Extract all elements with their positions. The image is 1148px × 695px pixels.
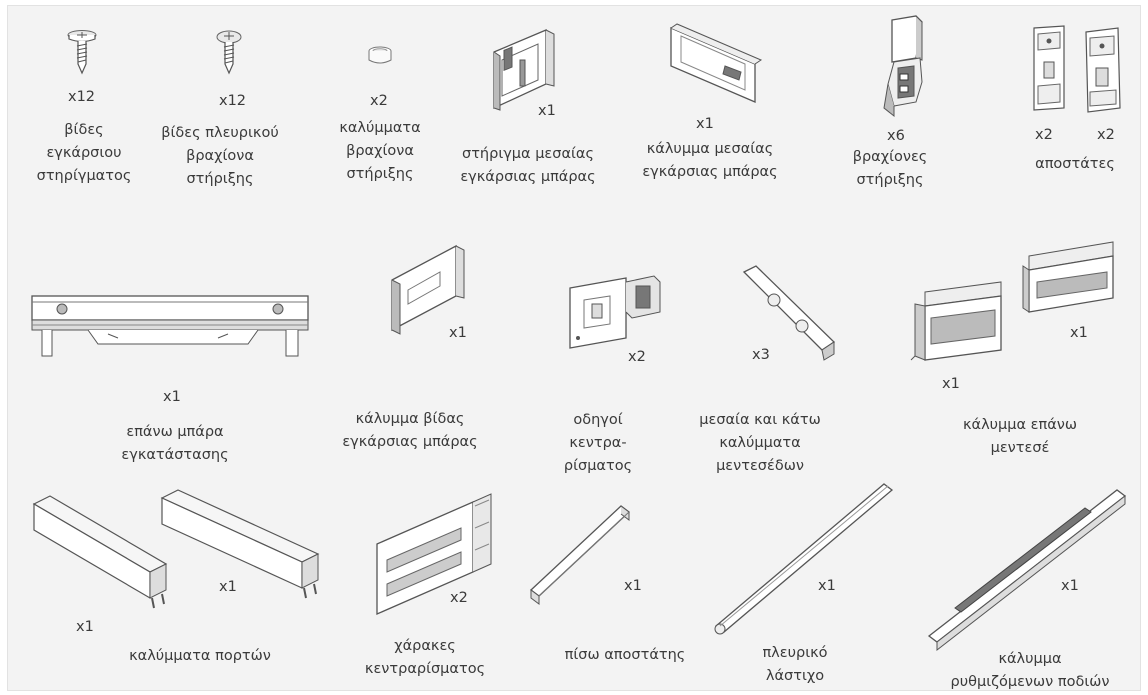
- part-qty: x1: [624, 578, 642, 594]
- cross-bar-screw-icon: [66, 30, 98, 75]
- part-qty: x1: [818, 578, 836, 594]
- door-covers-icon: [30, 489, 330, 620]
- part-qty: x1: [76, 619, 94, 635]
- part-label: πίσω αποστάτης: [564, 647, 686, 663]
- part-qty: x1: [163, 389, 181, 405]
- middle-bar-support-icon: [490, 22, 560, 112]
- part-qty: x2: [628, 349, 646, 365]
- part-qty: x2: [370, 93, 388, 109]
- part-label: καλύμματα πορτών: [129, 648, 271, 664]
- part-qty: x2: [1035, 127, 1053, 143]
- bracket-screw-icon: [214, 30, 244, 75]
- cross-bar-screw-cover-icon: [384, 240, 474, 335]
- part-qty: x1: [1061, 578, 1079, 594]
- centering-rulers-icon: [373, 488, 503, 618]
- part-qty: x1: [538, 103, 556, 119]
- bracket-cap-icon: [367, 45, 393, 67]
- part-qty: x1: [1070, 325, 1088, 341]
- part-qty: x2: [450, 590, 468, 606]
- rear-spacer-icon: [525, 500, 635, 610]
- part-qty: x3: [752, 347, 770, 363]
- centering-guide-icon: [566, 268, 666, 353]
- part-qty: x2: [1097, 127, 1115, 143]
- part-qty: x1: [696, 116, 714, 132]
- top-hinge-cover-icon: [905, 238, 1125, 373]
- top-install-bar-icon: [28, 292, 313, 362]
- hinge-cover-icon: [740, 262, 840, 362]
- adjustable-feet-cover-icon: [925, 476, 1135, 656]
- part-label: αποστάτες: [1035, 156, 1115, 172]
- part-qty: x1: [219, 579, 237, 595]
- middle-bar-cover-icon: [665, 22, 765, 107]
- spacers-icon: [1030, 22, 1130, 114]
- part-qty: x12: [68, 89, 96, 105]
- support-bracket-icon: [880, 12, 930, 122]
- part-qty: x6: [887, 128, 905, 144]
- part-qty: x1: [942, 376, 960, 392]
- part-qty: x12: [219, 93, 247, 109]
- side-rubber-icon: [710, 476, 900, 646]
- part-qty: x1: [449, 325, 467, 341]
